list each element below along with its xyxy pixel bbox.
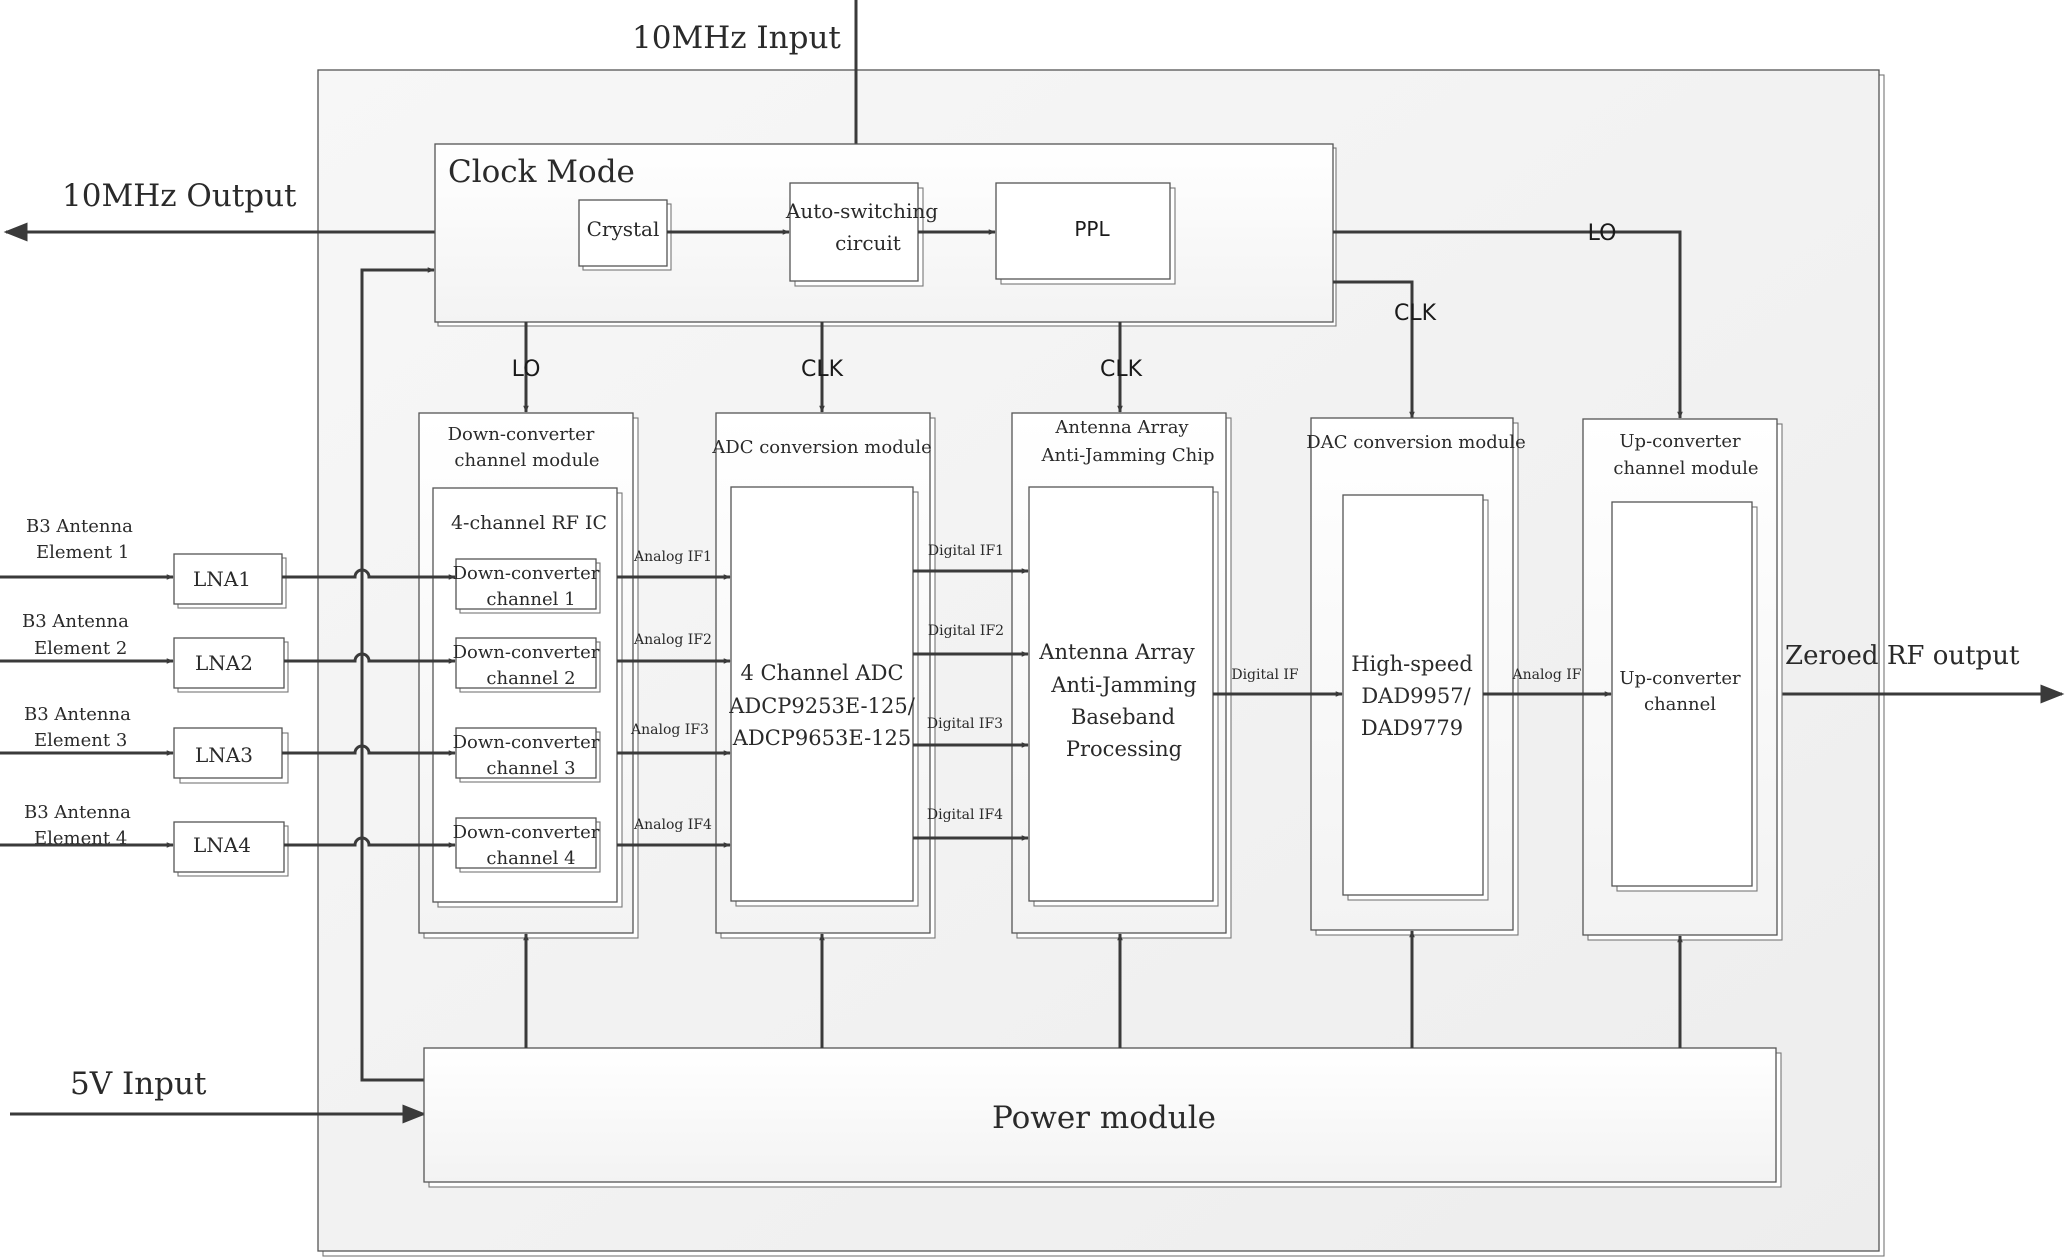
- lna-4-label: LNA4: [193, 833, 251, 857]
- dc3-label-2: channel 3: [486, 758, 575, 779]
- dac-title: DAC conversion module: [1306, 432, 1525, 453]
- dc2-label-2: channel 2: [486, 668, 575, 689]
- analog-if-3-label: Analog IF3: [630, 722, 709, 738]
- dac-label-1: High-speed: [1351, 652, 1473, 676]
- ppl-box: PPL: [995, 182, 1176, 285]
- switch-label-2: circuit: [835, 231, 901, 255]
- adc-label-1: 4 Channel ADC: [740, 661, 903, 685]
- downconverter-channel-1: Down-converter channel 1: [453, 558, 601, 614]
- output-10mhz: 10MHz Output: [3, 178, 435, 242]
- dc4-label-1: Down-converter: [453, 822, 600, 843]
- clock-mode-block: Clock Mode Crystal Auto-switching circui…: [434, 143, 1337, 327]
- up-title-2: channel module: [1613, 458, 1758, 479]
- downconverter-title-2: channel module: [454, 450, 599, 471]
- up-label-2: channel: [1644, 694, 1716, 715]
- antenna-4-label-1: B3 Antenna: [24, 802, 131, 823]
- aj-label-2: Anti-Jamming: [1050, 673, 1196, 697]
- analog-if-2-label: Analog IF2: [633, 632, 712, 648]
- analog-if-1-label: Analog IF1: [633, 549, 712, 565]
- lo-label-down: LO: [512, 357, 541, 382]
- upconverter-module: Up-converter channel module Up-converter…: [1582, 418, 1783, 941]
- digital-if-out-label: Digital IF: [1231, 667, 1299, 683]
- input-10mhz-label: 10MHz Input: [632, 20, 841, 56]
- aj-label-3: Baseband: [1071, 705, 1175, 729]
- downconverter-channel-4: Down-converter channel 4: [453, 817, 601, 873]
- lna-3-label: LNA3: [195, 743, 253, 767]
- digital-if-4-label: Digital IF4: [927, 807, 1003, 823]
- adc-module: ADC conversion module 4 Channel ADC ADCP…: [711, 412, 936, 939]
- adc-label-3: ADCP9653E-125: [732, 726, 912, 750]
- lna-2-label: LNA2: [195, 651, 253, 675]
- up-title-1: Up-converter: [1619, 431, 1741, 452]
- analog-if-4-label: Analog IF4: [633, 817, 712, 833]
- lna-1-label: LNA1: [193, 567, 251, 591]
- output-10mhz-label: 10MHz Output: [62, 178, 297, 214]
- aj-label-4: Processing: [1066, 737, 1182, 761]
- digital-if-2-label: Digital IF2: [928, 623, 1004, 639]
- antenna-element-3: B3 Antenna Element 3 LNA3: [0, 704, 456, 784]
- dac-label-3: DAD9779: [1361, 716, 1463, 740]
- dc1-label-1: Down-converter: [453, 563, 600, 584]
- clk-label-aj: CLK: [1100, 357, 1143, 382]
- downconverter-channel-3: Down-converter channel 3: [453, 727, 601, 783]
- dc3-label-1: Down-converter: [453, 732, 600, 753]
- digital-if-1-label: Digital IF1: [928, 543, 1004, 559]
- power-module: Power module: [423, 1047, 1782, 1188]
- dc4-label-2: channel 4: [486, 848, 575, 869]
- analog-if-out-link: Analog IF: [1483, 667, 1612, 697]
- adc-title: ADC conversion module: [711, 437, 931, 458]
- antenna-3-label-2: Element 3: [34, 730, 127, 751]
- analog-if-out-label: Analog IF: [1511, 667, 1581, 683]
- ppl-label: PPL: [1074, 217, 1110, 241]
- downconverter-channel-2: Down-converter channel 2: [453, 637, 601, 693]
- dc1-label-2: channel 1: [486, 589, 575, 610]
- antenna-1-label-1: B3 Antenna: [26, 516, 133, 537]
- digital-if-links: Digital IF1 Digital IF2 Digital IF3 Digi…: [913, 543, 1029, 841]
- power-feeds: [523, 930, 1683, 1048]
- antenna-2-label-2: Element 2: [34, 638, 127, 659]
- output-rf-label: Zeroed RF output: [1785, 641, 2020, 671]
- aj-title-1: Antenna Array: [1054, 417, 1189, 438]
- antenna-element-2: B3 Antenna Element 2 LNA2: [0, 611, 456, 693]
- digital-if-3-label: Digital IF3: [927, 716, 1003, 732]
- antijamming-chip: Antenna Array Anti-Jamming Chip Antenna …: [1011, 412, 1232, 939]
- downconverter-module: Down-converter channel module 4-channel …: [418, 412, 639, 939]
- clk-label-adc: CLK: [801, 357, 844, 382]
- power-to-clock-wire: [360, 267, 435, 1082]
- analog-if-links: Analog IF1 Analog IF2 Analog IF3 Analog …: [617, 549, 731, 848]
- clk-label-dac: CLK: [1394, 301, 1437, 326]
- antenna-element-4: B3 Antenna Element 4 LNA4: [0, 802, 456, 877]
- input-5v: 5V Input: [10, 1066, 427, 1124]
- aj-label-1: Antenna Array: [1038, 640, 1195, 664]
- antenna-1-label-2: Element 1: [36, 542, 129, 563]
- adc-label-2: ADCP9253E-125/: [728, 694, 916, 718]
- clock-distribution: LO CLK CLK CLK LO: [512, 221, 1683, 419]
- input-5v-label: 5V Input: [70, 1066, 207, 1102]
- digital-if-out-link: Digital IF: [1213, 667, 1343, 697]
- dc2-label-1: Down-converter: [453, 642, 600, 663]
- auto-switching-box: Auto-switching circuit: [785, 182, 938, 287]
- output-rf: Zeroed RF output: [1778, 641, 2065, 704]
- rfic-label: 4-channel RF IC: [451, 512, 607, 534]
- downconverter-title-1: Down-converter: [448, 424, 595, 445]
- dac-module: DAC conversion module High-speed DAD9957…: [1306, 417, 1526, 936]
- lo-label-up: LO: [1588, 221, 1617, 246]
- antenna-element-1: B3 Antenna Element 1 LNA1: [0, 516, 456, 609]
- up-label-1: Up-converter: [1619, 668, 1741, 689]
- crystal-box: Crystal: [578, 199, 672, 271]
- aj-title-2: Anti-Jamming Chip: [1041, 445, 1215, 466]
- antenna-2-label-1: B3 Antenna: [22, 611, 129, 632]
- clock-mode-title: Clock Mode: [448, 154, 635, 190]
- switch-label-1: Auto-switching: [785, 199, 938, 223]
- dac-label-2: DAD9957/: [1361, 684, 1471, 708]
- antenna-3-label-1: B3 Antenna: [24, 704, 131, 725]
- input-10mhz: 10MHz Input: [632, 0, 866, 183]
- crystal-label: Crystal: [587, 217, 660, 241]
- power-module-label: Power module: [992, 1100, 1216, 1136]
